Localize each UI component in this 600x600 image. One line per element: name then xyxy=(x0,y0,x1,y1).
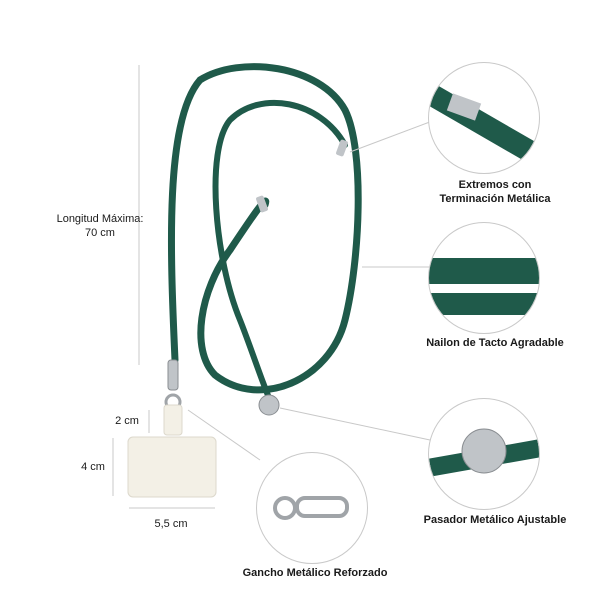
feature-label-hook: Gancho Metálico Reforzado xyxy=(242,567,388,579)
detail-circle-slider xyxy=(428,398,540,510)
detail-circle-nylon xyxy=(428,222,540,334)
detail-circle-metal-tips xyxy=(428,62,540,174)
length-label-line2: 70 cm xyxy=(85,227,115,239)
card-height-label: 4 cm xyxy=(81,461,105,473)
feature-label-nylon: Nailon de Tacto Agradable xyxy=(426,337,564,349)
feature-label-slider: Pasador Metálico Ajustable xyxy=(423,514,567,526)
tab-height-label: 2 cm xyxy=(115,415,139,427)
feature-label-metal-tips: Extremos con Terminación Metálica xyxy=(439,179,551,205)
card-width-label: 5,5 cm xyxy=(154,518,188,530)
detail-circle-hook xyxy=(256,452,368,564)
length-label-line1: Longitud Máxima: xyxy=(56,213,144,225)
length-label: Longitud Máxima: 70 cm xyxy=(35,212,165,240)
